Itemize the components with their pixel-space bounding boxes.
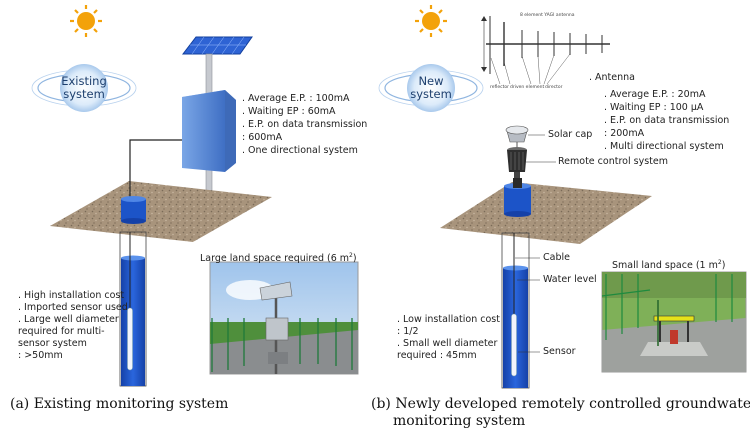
sun-icon-a: [70, 5, 102, 37]
borehole-a: [119, 231, 147, 387]
antenna-part-director: director: [545, 85, 563, 90]
cable-label: Cable: [543, 252, 570, 263]
spec-average-ep-b: . Average E.P. : 20mA: [604, 89, 706, 100]
spec-average-ep: . Average E.P. : 100mA: [242, 93, 350, 104]
land-space-close-b: ): [721, 260, 726, 272]
note-required-multi: required for multi-: [18, 326, 105, 337]
new-system-bubble: [378, 64, 484, 112]
existing-system-label: Existing system: [60, 75, 108, 101]
sensor-probe-b: [511, 313, 517, 377]
note-small-diameter: . Small well diameter: [397, 338, 498, 349]
antenna-part-reflector: reflector: [490, 85, 509, 90]
note-cost-ratio: : 1/2: [397, 326, 419, 337]
spec-transmission-value: : 600mA: [242, 132, 283, 143]
spec-directional-b: . Multi directional system: [604, 141, 724, 152]
land-space-text-b: Small land space (1 m: [612, 260, 718, 272]
new-system-label: New system: [407, 75, 455, 101]
borehole-b: [501, 232, 530, 389]
note-low-cost: . Low installation cost: [397, 314, 500, 325]
land-space-sup-a: 2: [349, 252, 353, 259]
remote-control-unit: [507, 147, 527, 182]
site-photo-b: [601, 271, 747, 373]
land-space-text-a: Large land space required (6 m: [200, 253, 350, 265]
well-top-b: [504, 178, 531, 217]
solar-panel: [181, 36, 253, 55]
land-space-sup-b: 2: [717, 259, 722, 266]
sensor-probe-a: [127, 307, 133, 371]
note-high-cost: . High installation cost: [18, 290, 125, 301]
cable-a: [129, 139, 182, 205]
bubble-line-2-b: system: [410, 87, 452, 101]
caption-a: (a) Existing monitoring system: [10, 396, 229, 412]
spec-transmission-ep-b: . E.P. on data transmission: [604, 115, 730, 126]
spec-waiting-ep: . Waiting EP : 60mA: [242, 106, 336, 117]
existing-system-bubble: [31, 64, 137, 112]
solar-cap: [505, 125, 529, 143]
caption-b-line-2: monitoring system: [393, 413, 526, 429]
note-large-diameter: . Large well diameter: [18, 314, 119, 325]
antenna-title: 8 element YAGI antenna: [520, 13, 575, 18]
spec-transmission-value-b: : 200mA: [604, 128, 645, 139]
solar-cap-label: Solar cap: [548, 129, 593, 140]
water-level-label: Water level: [543, 274, 597, 285]
bubble-line-1-b: New: [418, 74, 444, 88]
remote-control-label: Remote control system: [558, 156, 668, 167]
ground-slab-a: [50, 181, 272, 242]
land-space-label-a: Large land space required (6 m2): [200, 250, 357, 265]
spec-transmission-ep: . E.P. on data transmission: [242, 119, 368, 130]
well-top-a: [121, 196, 146, 224]
note-imported-sensor: . Imported sensor used: [18, 302, 128, 313]
note-sensor-system: sensor system: [18, 338, 87, 349]
land-space-close-a: ): [352, 253, 357, 265]
yagi-antenna-diagram: [481, 16, 610, 85]
sun-icon-b: [415, 5, 447, 37]
spec-directional: . One directional system: [242, 145, 358, 156]
antenna-label: . Antenna: [589, 72, 635, 83]
spec-waiting-ep-b: . Waiting EP : 100 µA: [604, 102, 704, 113]
bubble-line-1: Existing: [61, 74, 107, 88]
site-photo-a: [209, 261, 359, 375]
caption-b-line-1: (b) Newly developed remotely controlled …: [371, 396, 750, 412]
land-space-label-b: Small land space (1 m2): [612, 257, 725, 272]
bubble-line-2: system: [63, 87, 105, 101]
ground-slab-b: [440, 182, 652, 244]
sensor-label: Sensor: [543, 346, 576, 357]
note-diameter-value-b: required : 45mm: [397, 350, 477, 361]
antenna-part-driven: driven element: [510, 85, 545, 90]
note-diameter-value: : >50mm: [18, 350, 63, 361]
data-logger-box: [182, 90, 236, 172]
